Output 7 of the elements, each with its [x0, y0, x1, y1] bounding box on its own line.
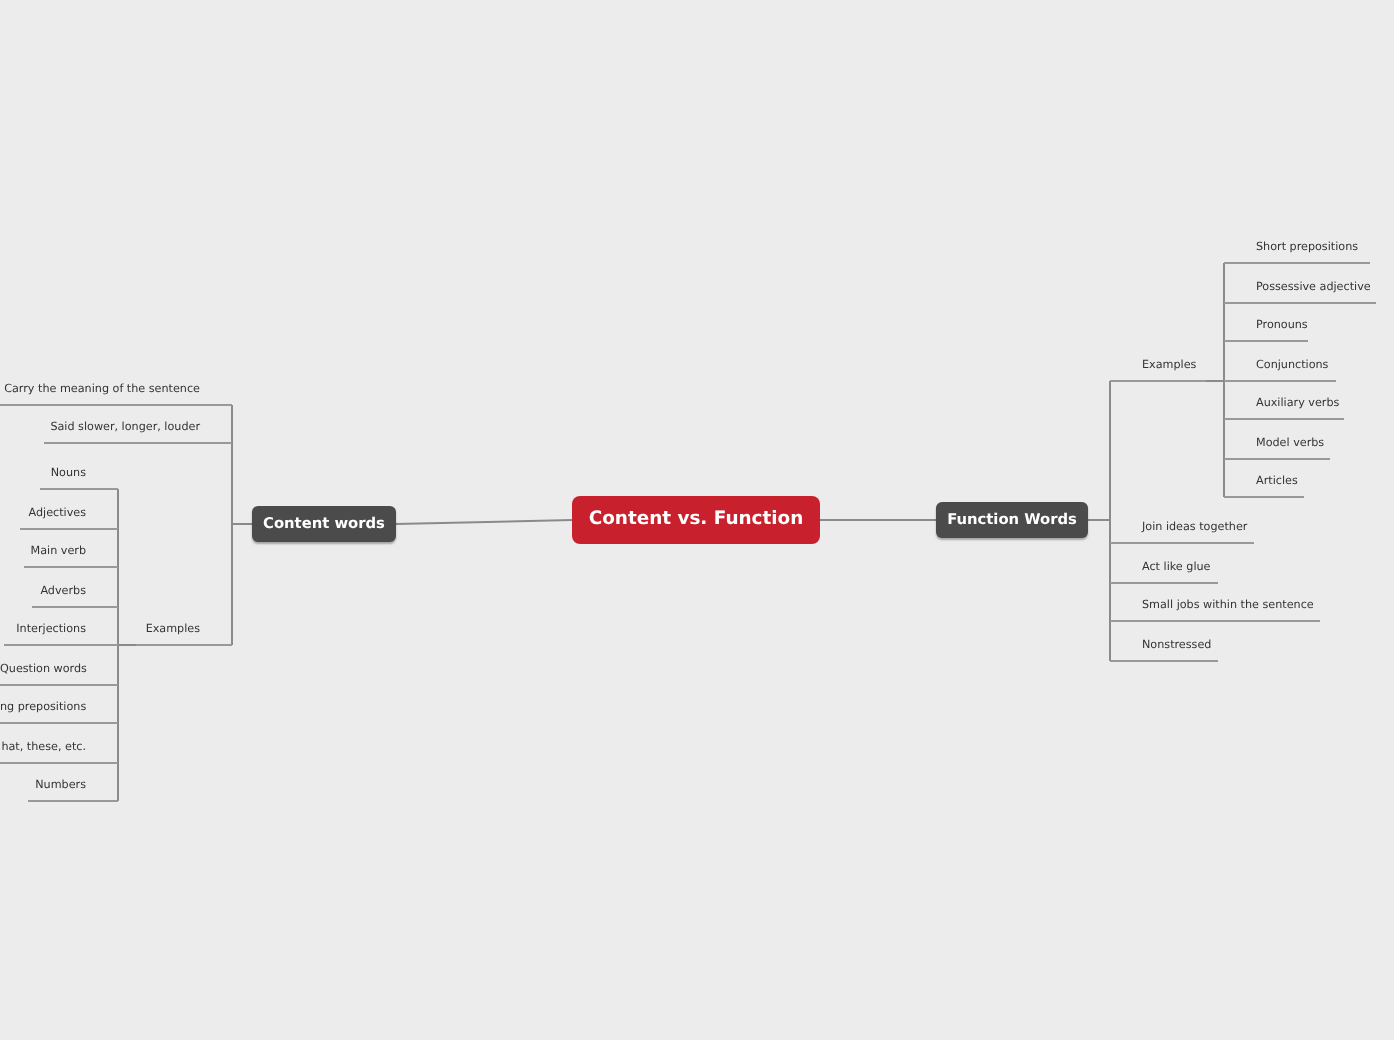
- connector-line: [117, 644, 137, 802]
- connector-line: [395, 519, 573, 525]
- central-topic-box: Content vs. Function: [572, 496, 820, 544]
- connector-line: [1087, 519, 1111, 662]
- connector-line: [819, 519, 937, 521]
- connector-line: [1205, 380, 1225, 498]
- connector-line: [231, 523, 253, 646]
